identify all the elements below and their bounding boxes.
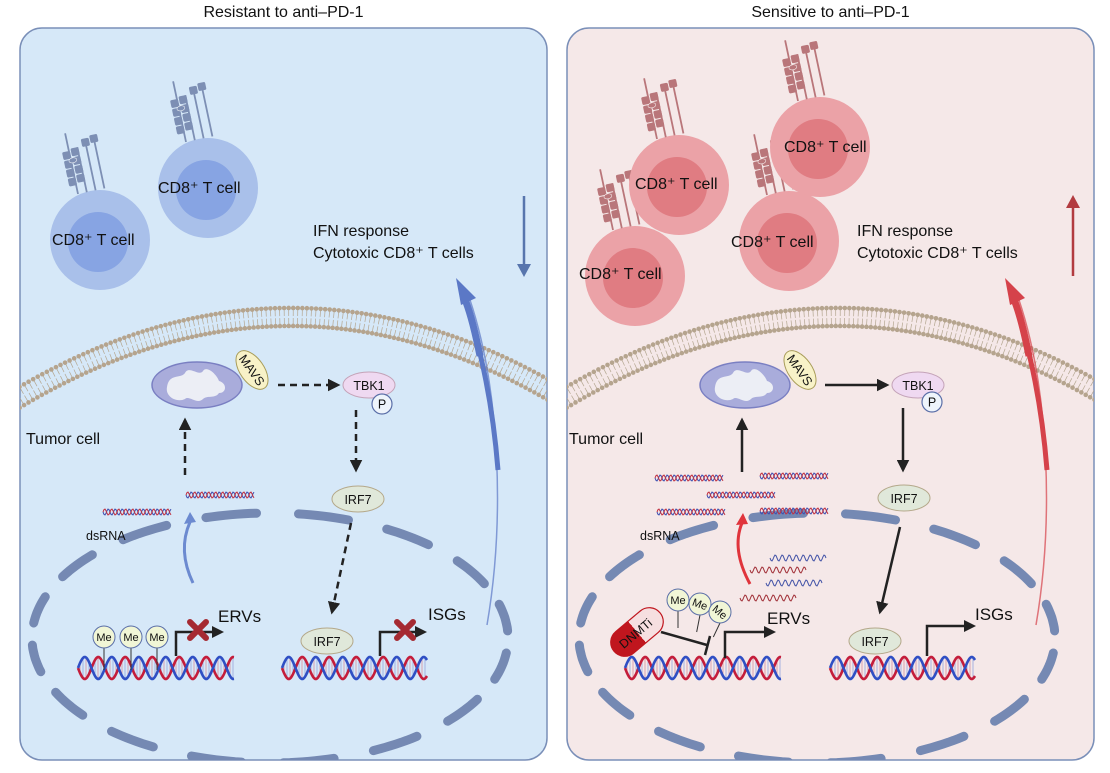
irf7-protein: IRF7 [877, 484, 931, 512]
t-cell-label: CD8⁺ T cell [158, 180, 241, 197]
methyl-label: Me [690, 597, 708, 614]
blocked-x-icon [394, 619, 416, 641]
irf7-nuclear-translocation-arrow [327, 522, 353, 615]
t-cell [158, 81, 258, 238]
ervs-label: ERVs [767, 609, 810, 628]
nucleus-envelope [27, 508, 513, 760]
dsrna-strand [185, 491, 255, 499]
phosphate-badge: P [371, 393, 393, 415]
cytotoxic-t-cells-label: Cytotoxic CD8⁺ T cells [857, 245, 1018, 262]
ifn-response-label: IFN response [857, 223, 953, 240]
tbk1-label: TBK1 [353, 379, 384, 393]
dna-helix-erv [623, 655, 782, 681]
dsrna-strand [102, 508, 172, 516]
dna-helix-isg [280, 655, 429, 681]
erv-transcription-arrow [723, 626, 776, 658]
erv-transcript [739, 594, 797, 602]
erv-transcript [765, 579, 823, 587]
t-cell-label: CD8⁺ T cell [635, 176, 718, 193]
panel-title-sensitive: Sensitive to anti–PD-1 [751, 4, 910, 21]
dna-helix-isg [828, 655, 977, 681]
methyl-label: Me [149, 632, 164, 644]
irf7-label: IRF7 [344, 493, 371, 507]
dsrna-label: dsRNA [640, 529, 680, 543]
tbk1-label: TBK1 [902, 379, 933, 393]
dsrna-strand [759, 507, 829, 515]
irf7-bound-protein: IRF7 [300, 627, 354, 655]
t-cell-label: CD8⁺ T cell [784, 139, 867, 156]
mitochondrion-icon [151, 361, 243, 409]
inhibition-bar [660, 630, 712, 656]
erv-to-dsrna-arrow [182, 512, 196, 584]
erv-transcript [749, 566, 807, 574]
increase-arrow-icon [1066, 195, 1080, 276]
panel-title-resistant: Resistant to anti–PD-1 [203, 4, 364, 21]
cytotoxic-t-cells-label: Cytotoxic CD8⁺ T cells [313, 245, 474, 262]
t-cell-label: CD8⁺ T cell [579, 266, 662, 283]
nucleus-envelope [574, 508, 1060, 760]
irf7-bound-protein: IRF7 [848, 627, 902, 655]
tumor-cell-label: Tumor cell [26, 431, 100, 448]
methylation-group: Me Me Me [666, 588, 732, 638]
tumor-cell-label: Tumor cell [569, 431, 643, 448]
dsrna-label: dsRNA [86, 529, 126, 543]
methylation-group: Me Me Me [92, 625, 169, 670]
isg-transcription-arrow [925, 620, 976, 656]
svg-text:IRF7: IRF7 [313, 635, 340, 649]
ifn-response-label: IFN response [313, 223, 409, 240]
blocked-x-icon [187, 619, 209, 641]
t-cell-label: CD8⁺ T cell [52, 232, 135, 249]
panel-background [19, 27, 548, 761]
svg-text:P: P [378, 398, 386, 412]
tbk1-protein: TBK1 [342, 371, 396, 399]
isgs-label: ISGs [975, 605, 1013, 624]
sensitive-panel: CD8⁺ T cell CD8⁺ T cell CD8⁺ T cell CD8⁺… [566, 27, 1095, 761]
erv-to-dsrna-arrow [736, 513, 752, 585]
t-cell [770, 40, 870, 197]
t-cell [585, 169, 685, 326]
t-cell [739, 134, 839, 291]
dsrna-strand [706, 491, 776, 499]
svg-text:IRF7: IRF7 [861, 635, 888, 649]
dsrna-strand [656, 508, 726, 516]
dsrna-strand [759, 472, 829, 480]
irf7-nuclear-translocation-arrow [876, 526, 902, 615]
mitochondrion-icon [699, 361, 791, 409]
decrease-arrow-icon [517, 196, 531, 277]
methyl-label: Me [670, 595, 685, 607]
isgs-label: ISGs [428, 605, 466, 624]
erv-transcript [769, 554, 827, 562]
methyl-label: Me [96, 632, 111, 644]
feedback-curve-arrow [1005, 278, 1050, 626]
ervs-label: ERVs [218, 607, 261, 626]
t-cell [50, 133, 150, 290]
t-cell [629, 78, 729, 235]
resistant-panel: CD8⁺ T cell CD8⁺ T cell IFN response Cyt… [19, 27, 548, 761]
irf7-protein: IRF7 [331, 485, 385, 513]
dsrna-strand [654, 474, 724, 482]
feedback-curve-arrow [456, 278, 501, 626]
t-cell-label: CD8⁺ T cell [731, 234, 814, 251]
irf7-label: IRF7 [890, 492, 917, 506]
svg-text:P: P [928, 396, 936, 410]
phosphate-badge: P [921, 391, 943, 413]
cell-membrane [20, 305, 547, 411]
methyl-label: Me [123, 632, 138, 644]
